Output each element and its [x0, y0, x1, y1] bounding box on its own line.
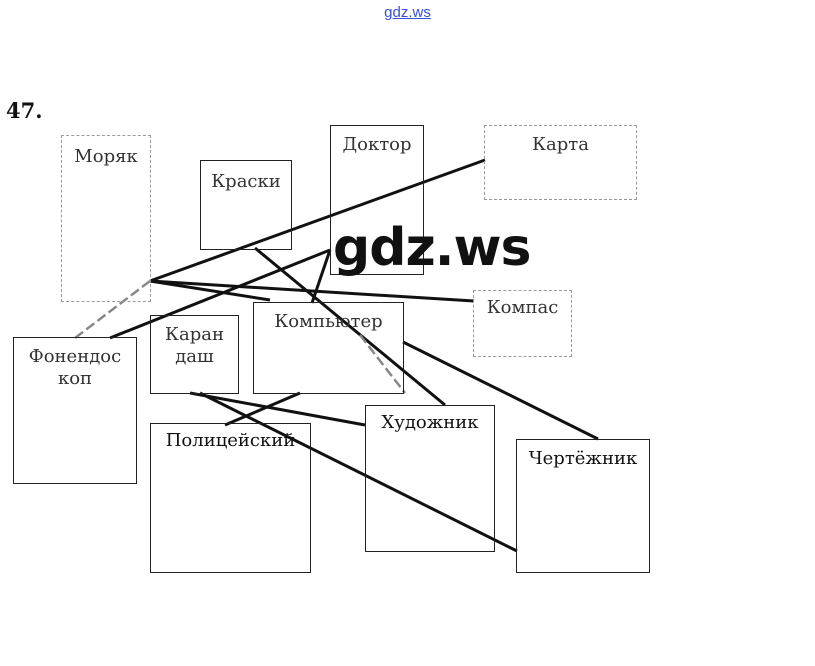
box-moryak: Моряк: [61, 135, 151, 302]
line-kraski-khudozhnik: [254, 246, 446, 407]
box-kompas-label: Компас: [486, 297, 559, 318]
line-doktor-fonendoskop: [109, 248, 331, 340]
box-karandash-label: Каран даш: [165, 324, 224, 367]
box-politseyskiy: Полицейский: [150, 423, 311, 573]
box-karta-label: Карта: [532, 134, 589, 155]
line-kompyuter-politseyskiy: [224, 391, 301, 427]
site-link[interactable]: gdz.ws: [384, 4, 431, 21]
box-moryak-label: Моряк: [74, 146, 138, 167]
box-karandash: Каран даш: [150, 315, 239, 394]
box-khudozhnik: Художник: [365, 405, 495, 552]
box-fonendoskop-label: Фонендос коп: [28, 346, 122, 389]
box-chertezhnik-label: Чертёжник: [528, 448, 638, 469]
line-doktor-kompyuter: [310, 249, 332, 304]
box-khudozhnik-label: Художник: [381, 412, 479, 433]
line-karandash-khudozhnik: [189, 391, 366, 427]
task-number: 47.: [6, 98, 43, 123]
box-kompyuter: Компьютер: [253, 302, 404, 394]
line-moryak-kompas: [149, 279, 475, 303]
line-moryak-kompyuter: [149, 279, 271, 302]
line-moryak-karta: [149, 158, 486, 283]
line-karandash-chertezhnik: [199, 391, 518, 553]
box-chertezhnik: Чертёжник: [516, 439, 650, 573]
box-politseyskiy-label: Полицейский: [165, 430, 296, 451]
box-doktor-label: Доктор: [342, 134, 412, 155]
box-kompas: Компас: [473, 290, 572, 357]
watermark-logo: gdz.ws: [333, 218, 531, 278]
line-kompyuter-khudozhnik: [359, 334, 406, 394]
box-karta: Карта: [484, 125, 637, 200]
box-kompyuter-label: Компьютер: [274, 311, 383, 332]
line-kompyuter-chertezhnik: [402, 340, 599, 441]
box-kraski: Краски: [200, 160, 292, 250]
box-kraski-label: Краски: [211, 171, 281, 192]
line-moryak-fonendoskop: [74, 280, 151, 339]
box-doktor: Доктор: [330, 125, 424, 275]
box-fonendoskop: Фонендос коп: [13, 337, 137, 484]
